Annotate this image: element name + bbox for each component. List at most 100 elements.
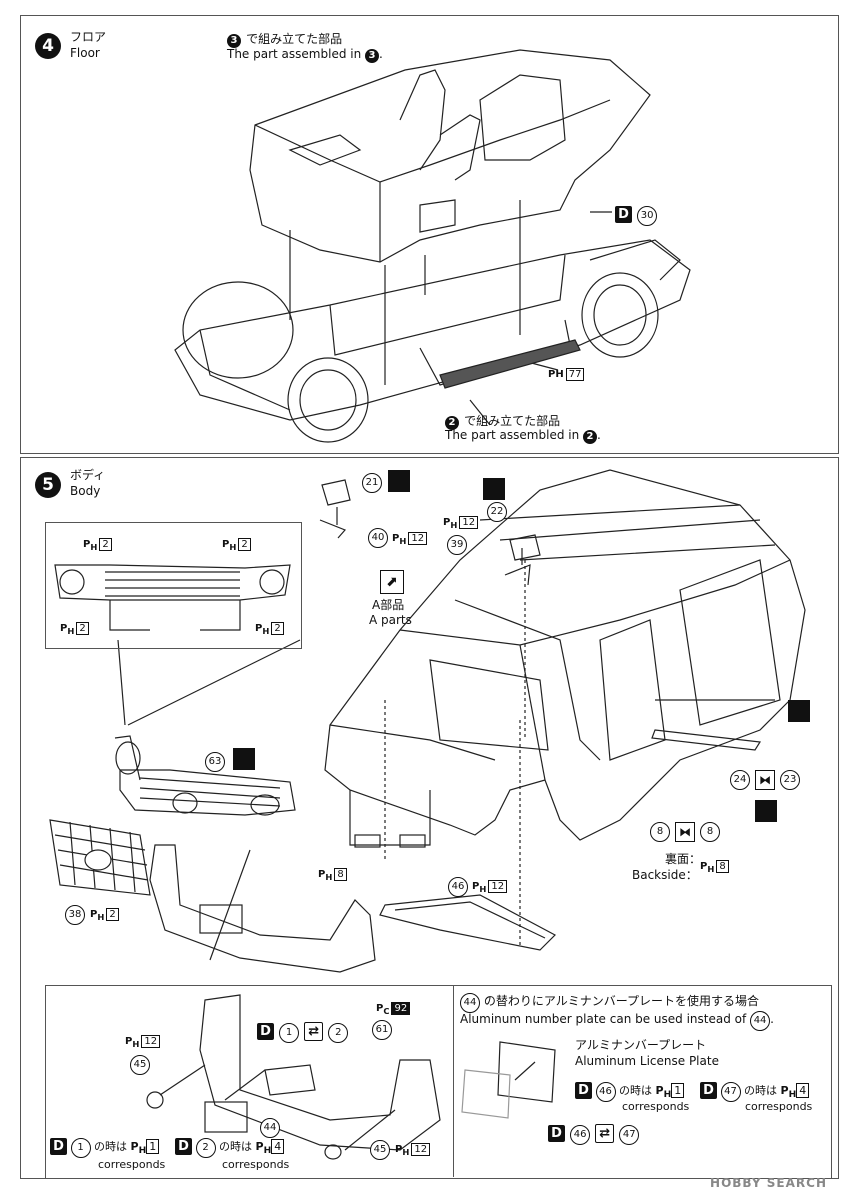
ph-number: 1 (146, 1139, 160, 1154)
condition-text-jp: の時は (219, 1140, 252, 1153)
rail-drawing (651, 729, 762, 751)
part-number: 47 (720, 1082, 741, 1102)
part-number: 1 (70, 1138, 91, 1158)
part-number: 61 (372, 1020, 392, 1040)
backside-en: Backside： (632, 868, 698, 882)
mirror-drawing (319, 479, 541, 586)
watermark: HOBBY SEARCH (710, 1176, 827, 1190)
part-number: 22 (487, 502, 507, 522)
inset-grille-drawing (54, 564, 301, 726)
grille-inset-frame (45, 522, 302, 649)
part-number: 39 (447, 535, 467, 555)
part-number: 8 (650, 822, 670, 842)
d-part-badge: D (257, 1023, 274, 1040)
dashed-leader-lines (384, 560, 526, 945)
condition-text-jp: の時は (94, 1140, 127, 1153)
condition-text-jp: の時は (619, 1084, 652, 1097)
ref-step2-text-en: The part assembled in 2. (445, 428, 601, 444)
step-title-en: Body (70, 484, 101, 498)
plate-label-jp: アルミナンバープレート (575, 1038, 707, 1052)
pc-number: 92 (391, 1002, 411, 1015)
d-part-badge: D (175, 1138, 192, 1155)
step-number: 5 (35, 472, 61, 498)
ref-text-en: The part assembled in (227, 47, 362, 61)
part-number: 46 (595, 1082, 616, 1102)
d-part-badge: D (575, 1082, 592, 1099)
ph-number: 2 (99, 538, 112, 551)
ref-step-text-jp: で組み立てた部品 (464, 414, 561, 428)
part-number: 46 (570, 1125, 591, 1145)
d-part-badge: D (700, 1082, 717, 1099)
ph-number: 12 (411, 1143, 431, 1156)
plate-label-en: Aluminum License Plate (575, 1054, 719, 1068)
condition-text-en: corresponds (622, 1100, 690, 1113)
ref-step-number: 2 (583, 430, 598, 444)
solid-leader-lines (209, 507, 775, 961)
ph-number: 2 (271, 622, 284, 635)
part-d30-label: D 30 (615, 203, 658, 226)
ref-step3-label: 3 で組み立てた部品 (227, 28, 342, 48)
plating-icon (233, 748, 255, 770)
ph-number: 12 (488, 880, 508, 893)
ph-number: 2 (238, 538, 251, 551)
body-shell-drawing (324, 469, 806, 848)
aluminum-plate-drawing (461, 1041, 556, 1119)
interior-tub-drawing (249, 49, 651, 263)
plating-icon (388, 470, 410, 492)
backside-jp: 裏面： (665, 852, 702, 866)
part-number: 38 (65, 905, 85, 925)
part-number: 47 (619, 1125, 640, 1145)
ref-step-number: 3 (227, 34, 241, 48)
ph-number: 8 (716, 860, 729, 873)
part-number: 21 (362, 473, 382, 493)
part-number: 8 (700, 822, 720, 842)
condition-text-en: corresponds (745, 1100, 813, 1113)
plating-icon (788, 700, 810, 722)
condition-text-jp: の時は (744, 1084, 777, 1097)
ref-step-number: 3 (365, 49, 380, 63)
a-parts-en: A parts (369, 613, 412, 627)
part-number: 1 (279, 1023, 300, 1043)
d-part-badge: D (548, 1125, 565, 1142)
step-title-en: Floor (70, 46, 100, 60)
part-number: 44 (750, 1011, 771, 1031)
bumper-detail-leaders (159, 1064, 396, 1151)
step-title-jp: フロア (70, 30, 107, 44)
chassis-drawing (174, 239, 691, 443)
aluminum-note-en: Aluminum number plate can be used instea… (460, 1011, 774, 1031)
ref-step2-label: 2 で組み立てた部品 (445, 410, 560, 430)
condition-text-en: corresponds (222, 1158, 290, 1171)
part-number: 46 (448, 877, 468, 897)
d-part-badge: D (615, 206, 632, 223)
condition-text-en: corresponds (98, 1158, 166, 1171)
ph-number: 4 (271, 1139, 285, 1154)
swap-icon: ⇄ (595, 1124, 615, 1143)
part-number: 45 (130, 1055, 150, 1075)
ph-number: 8 (334, 868, 347, 881)
part-number: 63 (205, 752, 225, 772)
mesh-grille-drawing (49, 819, 151, 896)
part-number: 24 (730, 770, 750, 790)
step-title-jp: ボディ (70, 468, 106, 482)
plating-icon (755, 800, 777, 822)
bumper-detail-divider (453, 985, 454, 1177)
ph-prefix: PH (548, 369, 564, 380)
aluminum-note-jp: 44 の替わりにアルミナンバープレートを使用する場合 (460, 992, 759, 1013)
ref-text-en: The part assembled in (445, 428, 580, 442)
d-part-badge: D (50, 1138, 67, 1155)
note-text-en: Aluminum number plate can be used instea… (460, 1012, 747, 1026)
pair-icon: ⧓ (755, 770, 775, 790)
